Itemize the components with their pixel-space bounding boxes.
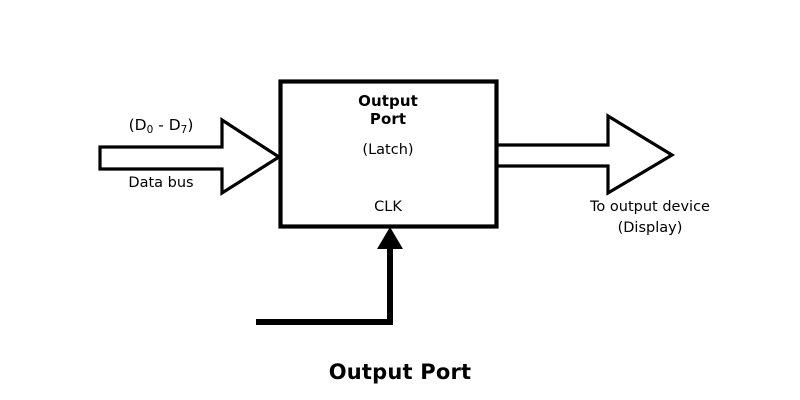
bus-range-sub-high: 7 xyxy=(180,124,188,136)
block-clock-label: CLK xyxy=(374,199,402,215)
figure-caption: Output Port xyxy=(328,360,472,384)
output-device-arrow xyxy=(495,113,676,196)
clock-arrowhead-icon xyxy=(377,227,403,249)
bus-range-open: (D xyxy=(128,116,147,134)
data-bus-range-label: (D0 - D7) xyxy=(100,116,222,136)
block-title-line2: Port xyxy=(369,110,407,129)
clock-signal-line xyxy=(256,242,393,325)
block-title-line1: Output xyxy=(358,92,418,110)
bus-range-dash: - D xyxy=(153,116,181,134)
bus-range-close: ) xyxy=(187,116,194,134)
block-title: Output Port xyxy=(279,92,497,129)
output-target-sublabel: (Display) xyxy=(617,220,683,236)
block-subtitle: (Latch) xyxy=(362,142,414,158)
output-target-label: To output device xyxy=(590,199,710,215)
data-bus-name-label: Data bus xyxy=(128,175,194,191)
bus-range-sub-low: 0 xyxy=(146,124,154,136)
data-bus-arrow xyxy=(98,117,282,196)
